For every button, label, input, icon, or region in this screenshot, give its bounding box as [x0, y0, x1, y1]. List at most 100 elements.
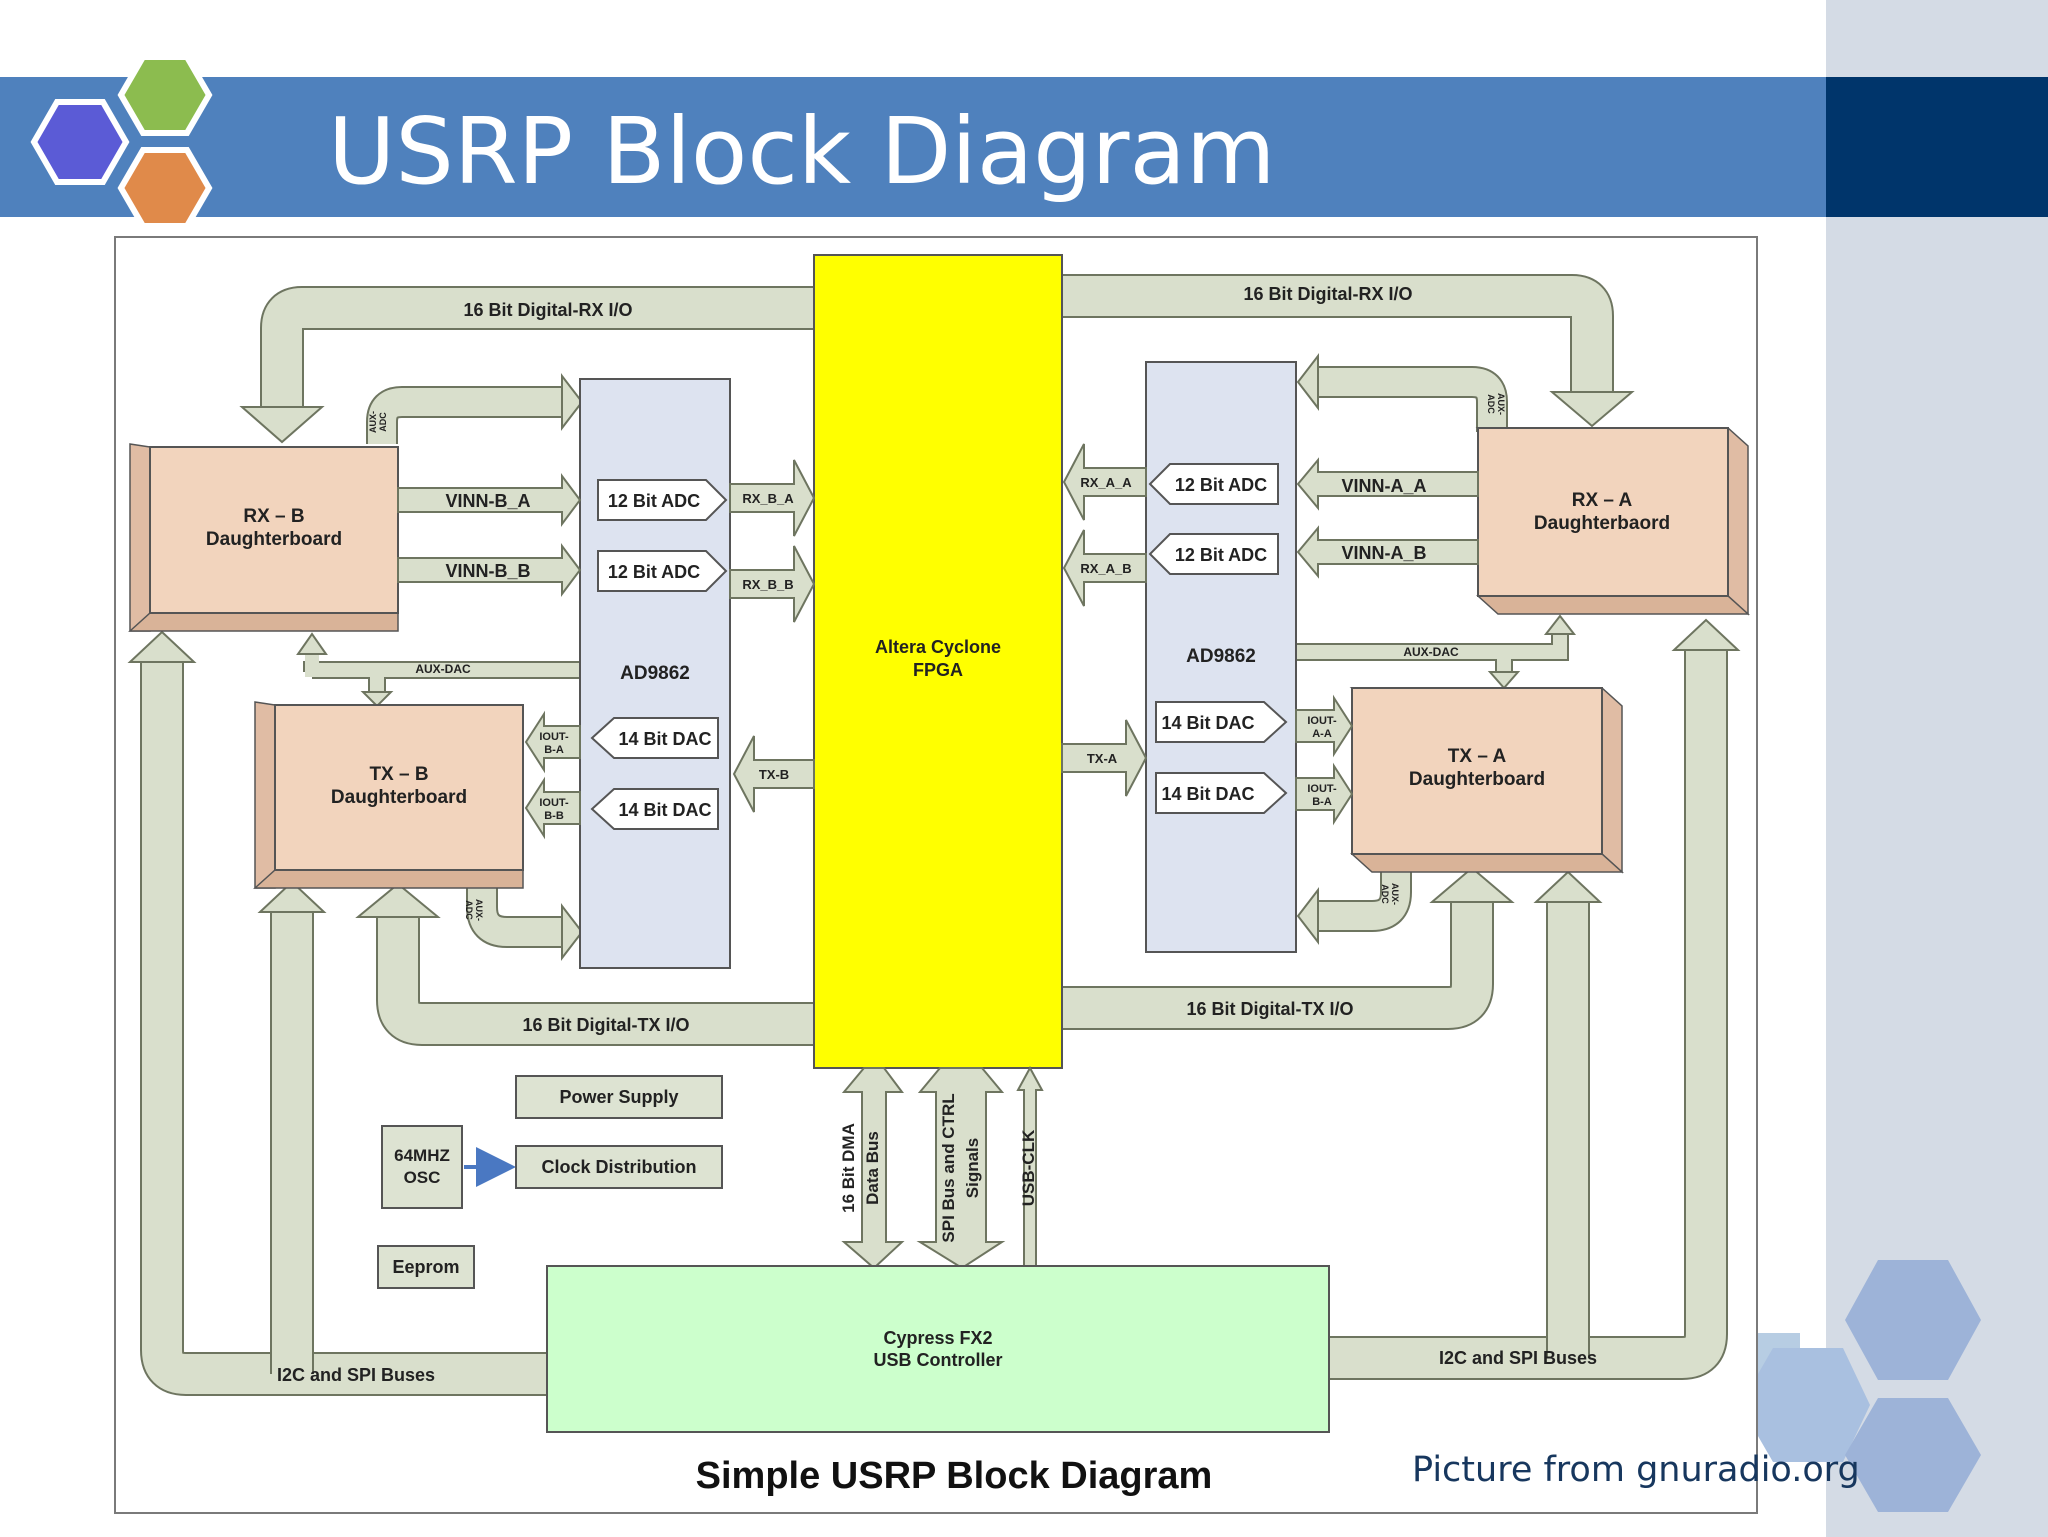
bus-tx-io-left-label: 16 Bit Digital-TX I/O: [522, 1015, 689, 1035]
dma-bus-label: 16 Bit DMA Data Bus: [839, 1123, 882, 1213]
aux-dac-right-label: AUX-DAC: [1403, 645, 1459, 659]
osc-block: [381, 1125, 463, 1209]
adc-right-2: 12 Bit ADC: [1148, 533, 1279, 575]
aux-adc-label-right-bottom: AUX- ADC: [1380, 883, 1400, 905]
svg-text:VINN-B_A: VINN-B_A: [445, 491, 530, 511]
deco-hexagon-left: [1740, 1348, 1870, 1462]
svg-text:B-A: B-A: [1312, 796, 1332, 808]
bus-rx-io-right: [1062, 274, 1635, 428]
usb-controller-line1: Cypress FX2: [883, 1328, 992, 1348]
svg-text:RX_A_A: RX_A_A: [1080, 475, 1132, 490]
tx-b-label-line1: TX – B: [369, 764, 428, 785]
tx-a-label-line2: Daughterboard: [1409, 769, 1545, 790]
rx-a-label-line2: Daughterbaord: [1534, 513, 1670, 534]
title-bar: [0, 77, 1826, 217]
tx-b-label-line2: Daughterboard: [331, 787, 467, 808]
svg-text:IOUT-: IOUT-: [1307, 715, 1337, 727]
dac-right-1: 14 Bit DAC: [1155, 701, 1288, 743]
bus-i2c-right: [1328, 618, 1741, 1380]
svg-text:IOUT-: IOUT-: [1307, 783, 1337, 795]
aux-adc-label-left-bottom: AUX- ADC: [464, 899, 484, 921]
fpga-block: [813, 254, 1063, 1069]
tx-b-arrow: TX-B: [732, 735, 815, 813]
vinn-b-a-arrow: VINN-B_A: [397, 473, 582, 527]
iout-a-a-arrow: IOUT- A-A: [1295, 694, 1354, 758]
rx-b-b-arrow: RX_B_B: [729, 545, 816, 623]
svg-text:12 Bit ADC: 12 Bit ADC: [1175, 545, 1267, 565]
fpga-label-line2: FPGA: [913, 660, 963, 680]
deco-hexagon-bottom: [1845, 1398, 1981, 1512]
osc-line1: 64MHZ: [394, 1146, 450, 1165]
tx-a-label-line1: TX – A: [1448, 746, 1507, 767]
ad9862-left-label: AD9862: [620, 663, 690, 684]
svg-text:14 Bit DAC: 14 Bit DAC: [618, 729, 711, 749]
diagram-caption: Simple USRP Block Diagram: [696, 1455, 1213, 1497]
bus-arrowhead: [257, 880, 327, 913]
svg-text:VINN-A_A: VINN-A_A: [1341, 476, 1426, 496]
bus-arrowhead: [1533, 870, 1603, 903]
svg-text:VINN-B_B: VINN-B_B: [445, 561, 530, 581]
svg-text:14 Bit DAC: 14 Bit DAC: [1161, 784, 1254, 804]
svg-text:16 Bit DMA: 16 Bit DMA: [839, 1123, 858, 1213]
deco-hexagon-top: [1845, 1260, 1981, 1380]
rx-a-daughterboard: RX – A Daughterbaord: [1475, 427, 1750, 616]
rx-a-b-arrow: RX_A_B: [1062, 529, 1147, 607]
usrp-block-diagram: AD9862 AD9862 Altera Cyclone FPGA RX – B…: [127, 254, 1750, 1497]
svg-text:IOUT-: IOUT-: [539, 731, 569, 743]
vinn-a-a-arrow: VINN-A_A: [1296, 457, 1479, 511]
ad9862-right-block: [1145, 361, 1297, 953]
svg-text:AUX-: AUX-: [368, 411, 378, 433]
aux-adc-label-left-top: AUX- ADC: [368, 411, 388, 433]
bus-i2c-left: [127, 630, 547, 1396]
decorative-hexagons: [1700, 1260, 1981, 1512]
rx-b-daughterboard: RX – B Daughterboard: [128, 443, 399, 632]
eeprom-label: Eeprom: [392, 1257, 459, 1277]
title-bar-accent: [1826, 77, 2048, 217]
dma-bus-arrow: [841, 1067, 905, 1270]
svg-text:RX_B_A: RX_B_A: [742, 491, 794, 506]
fpga-label-line1: Altera Cyclone: [875, 637, 1001, 657]
adc-left-2: 12 Bit ADC: [597, 550, 728, 592]
rx-b-label-line2: Daughterboard: [206, 529, 342, 550]
power-supply-block: [515, 1075, 723, 1119]
svg-text:12 Bit ADC: 12 Bit ADC: [1175, 475, 1267, 495]
svg-text:IOUT-: IOUT-: [539, 797, 569, 809]
hexagon-logo-icon: [30, 54, 213, 229]
spi-bus-arrow: [916, 1067, 1006, 1270]
svg-text:AUX-: AUX-: [1496, 393, 1506, 415]
svg-text:ADC: ADC: [1380, 884, 1390, 904]
bus-rx-io-left-label: 16 Bit Digital-RX I/O: [463, 300, 632, 320]
bus-arrowhead: [1549, 391, 1635, 428]
svg-text:B-B: B-B: [544, 810, 564, 822]
svg-text:USB-CLK: USB-CLK: [1019, 1129, 1038, 1206]
bus-arrowhead: [127, 630, 197, 663]
svg-text:ADC: ADC: [1486, 394, 1496, 414]
aux-dac-left-label: AUX-DAC: [415, 662, 471, 676]
svg-text:14 Bit DAC: 14 Bit DAC: [618, 800, 711, 820]
tx-a-arrow: TX-A: [1061, 719, 1148, 797]
svg-text:14 Bit DAC: 14 Bit DAC: [1161, 713, 1254, 733]
spi-bus-label: SPI Bus and CTRL Signals: [939, 1093, 982, 1242]
source-note: Picture from gnuradio.org: [1412, 1450, 1860, 1490]
adc-left-1: 12 Bit ADC: [597, 479, 728, 521]
svg-text:ADC: ADC: [464, 900, 474, 920]
vinn-a-b-arrow: VINN-A_B: [1296, 525, 1479, 579]
blue-hexagon-icon: [30, 99, 130, 185]
rx-b-a-arrow: RX_B_A: [729, 459, 816, 537]
aux-adc-label-right-top: AUX- ADC: [1486, 393, 1506, 415]
usb-clk-label: USB-CLK: [1019, 1129, 1038, 1206]
bus-tx-io-left: [355, 882, 814, 1046]
ad9862-left-block: [579, 378, 731, 969]
bus-arrowhead: [1429, 866, 1515, 903]
aux-adc-loop-right-bottom: [1296, 872, 1412, 945]
aux-adc-loop-left-top: [366, 373, 584, 444]
svg-text:AUX-: AUX-: [474, 899, 484, 921]
bus-arrowhead: [1671, 618, 1741, 651]
svg-text:RX_B_B: RX_B_B: [742, 577, 793, 592]
svg-text:VINN-A_B: VINN-A_B: [1341, 543, 1426, 563]
tx-b-daughterboard: TX – B Daughterboard: [253, 701, 524, 889]
bus-tx-io-right: [1062, 866, 1515, 1030]
svg-text:Signals: Signals: [963, 1138, 982, 1198]
bus-i2c-right-label: I2C and SPI Buses: [1439, 1348, 1597, 1368]
